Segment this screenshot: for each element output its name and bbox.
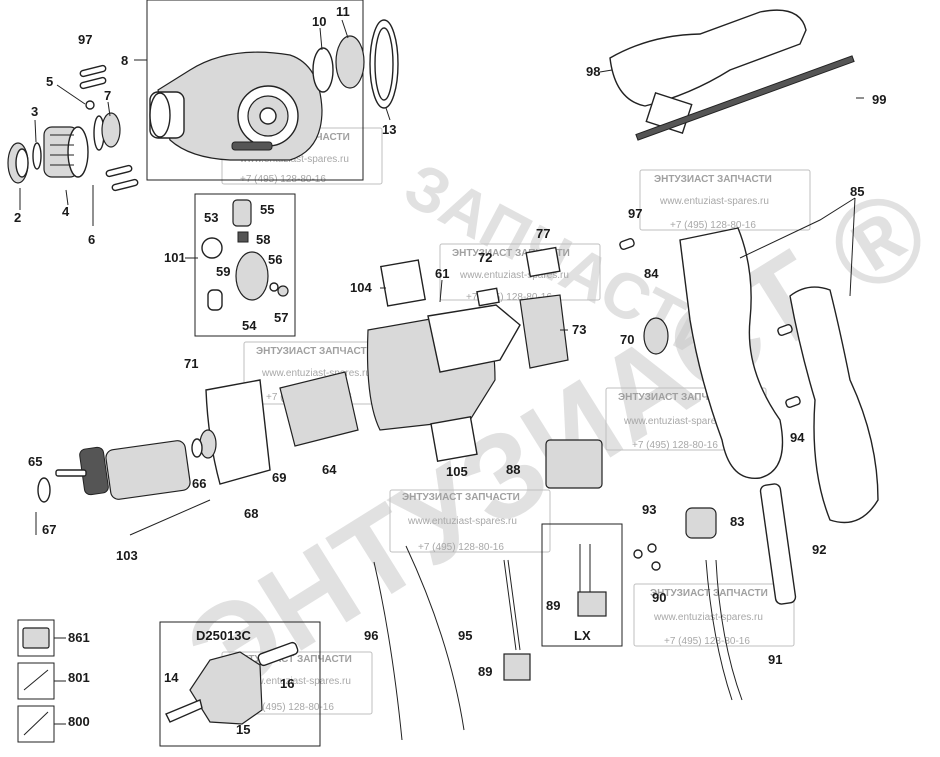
watermark-box-title: ЭНТУЗИАСТ ЗАПЧАСТИ (402, 492, 520, 503)
part-label: 85 (850, 184, 864, 199)
part-label: 99 (872, 92, 886, 107)
part-label: 61 (435, 266, 449, 281)
part-label: 105 (446, 464, 468, 479)
part-label: 3 (31, 104, 38, 119)
part-label: 6 (88, 232, 95, 247)
part-label: 11 (336, 4, 350, 19)
tool-leaders (54, 637, 66, 725)
watermark-box-url: www.entuziast-spares.ru (653, 612, 763, 623)
part-label: 64 (322, 462, 337, 477)
part-label: 96 (364, 628, 378, 643)
part-label: 94 (790, 430, 805, 445)
part-label: 89 (546, 598, 560, 613)
watermark-box-phone: +7 (495) 128-80-16 (670, 220, 756, 231)
front-assembly (7, 64, 139, 192)
part-label: 71 (184, 356, 198, 371)
cables (373, 545, 743, 741)
watermark-box-6: ЭНТУЗИАСТ ЗАПЧАСТИ www.entuziast-spares.… (389, 489, 551, 553)
tool-accessories (17, 619, 55, 743)
part-label: 15 (236, 722, 250, 737)
part-label: 70 (620, 332, 634, 347)
part-label: 13 (382, 122, 396, 137)
seal-rings (312, 19, 399, 109)
part-label: 57 (274, 310, 288, 325)
part-label: 88 (506, 462, 520, 477)
lx-label: LX (574, 628, 591, 643)
part-label: 16 (280, 676, 294, 691)
watermark-box-title: ЭНТУЗИАСТ ЗАПЧАСТИ (618, 392, 736, 403)
part-label: 73 (572, 322, 586, 337)
part-label: 2 (14, 210, 21, 225)
part-label: 93 (642, 502, 656, 517)
part-label: 65 (28, 454, 42, 469)
part-label: 84 (644, 266, 659, 281)
watermark-box-url: www.entuziast-spares.ru (241, 676, 351, 687)
part-label: 98 (586, 64, 600, 79)
part-label: 69 (272, 470, 286, 485)
watermark-box-url: www.entuziast-spares.ru (659, 196, 769, 207)
part-label: 72 (478, 250, 492, 265)
part-label: 92 (812, 542, 826, 557)
part-label: 101 (164, 250, 186, 265)
part-label: 55 (260, 202, 274, 217)
part-label: 77 (536, 226, 550, 241)
d25013c-group: D25013C (159, 621, 321, 747)
watermark-box-title: ЭНТУЗИАСТ ЗАПЧАСТИ (452, 248, 570, 259)
part-label: 104 (350, 280, 372, 295)
part-label: 67 (42, 522, 56, 537)
part-label: 10 (312, 14, 326, 29)
part-label: 4 (62, 204, 70, 219)
watermark-box-phone: +7 (495) 128-80-16 (466, 292, 552, 303)
part-label: 53 (204, 210, 218, 225)
watermark-box-phone: +7 (495) 128-80-16 (664, 636, 750, 647)
part-label: 103 (116, 548, 138, 563)
watermark-box-phone: +7 (495) 128-80-16 (248, 702, 334, 713)
part-label: 54 (242, 318, 257, 333)
part-label: 7 (104, 88, 111, 103)
part-label: 56 (268, 252, 282, 267)
part-label: 83 (730, 514, 744, 529)
watermark-box-phone: +7 (495) 128-80-16 (632, 440, 718, 451)
part-label: 14 (164, 670, 179, 685)
motor-section (37, 246, 569, 503)
watermark-box-url: www.entuziast-spares.ru (623, 416, 733, 427)
switch-components-group (194, 193, 296, 337)
part-label: 801 (68, 670, 90, 685)
part-label: 58 (256, 232, 270, 247)
handle-section (545, 9, 879, 605)
part-label: 861 (68, 630, 90, 645)
part-label: 5 (46, 74, 53, 89)
part-label: 800 (68, 714, 90, 729)
part-label: 95 (458, 628, 472, 643)
watermark-box-title: ЭНТУЗИАСТ ЗАПЧАСТИ (654, 174, 772, 185)
d25013c-title: D25013C (196, 628, 252, 643)
watermark-box-title: ЭНТУЗИАСТ ЗАПЧАСТИ (256, 346, 374, 357)
leader-lines (19, 19, 864, 536)
watermark-box-phone: +7 (495) 128-80-16 (418, 542, 504, 553)
part-label: 89 (478, 664, 492, 679)
part-label: 8 (121, 53, 128, 68)
watermark-box-url: www.entuziast-spares.ru (239, 154, 349, 165)
lx-variant-group: LX (541, 523, 623, 647)
part-label: 66 (192, 476, 206, 491)
part-label: 59 (216, 264, 230, 279)
part-label: 97 (628, 206, 642, 221)
part-label: 68 (244, 506, 258, 521)
part-label: 90 (652, 590, 666, 605)
gearbox-housing-group (146, 0, 364, 181)
part-number-labels: 2 3 4 5 6 7 8 10 11 13 14 15 16 53 54 55… (14, 4, 886, 737)
watermark-box-url: www.entuziast-spares.ru (407, 516, 517, 527)
watermark-box-url: www.entuziast-spares.ru (459, 270, 569, 281)
part-label: 91 (768, 652, 782, 667)
watermark-box-url: www.entuziast-spares.ru (261, 368, 371, 379)
watermark-box-title: ЭНТУЗИАСТ ЗАПЧАСТИ (234, 654, 352, 665)
part-label: 97 (78, 32, 92, 47)
